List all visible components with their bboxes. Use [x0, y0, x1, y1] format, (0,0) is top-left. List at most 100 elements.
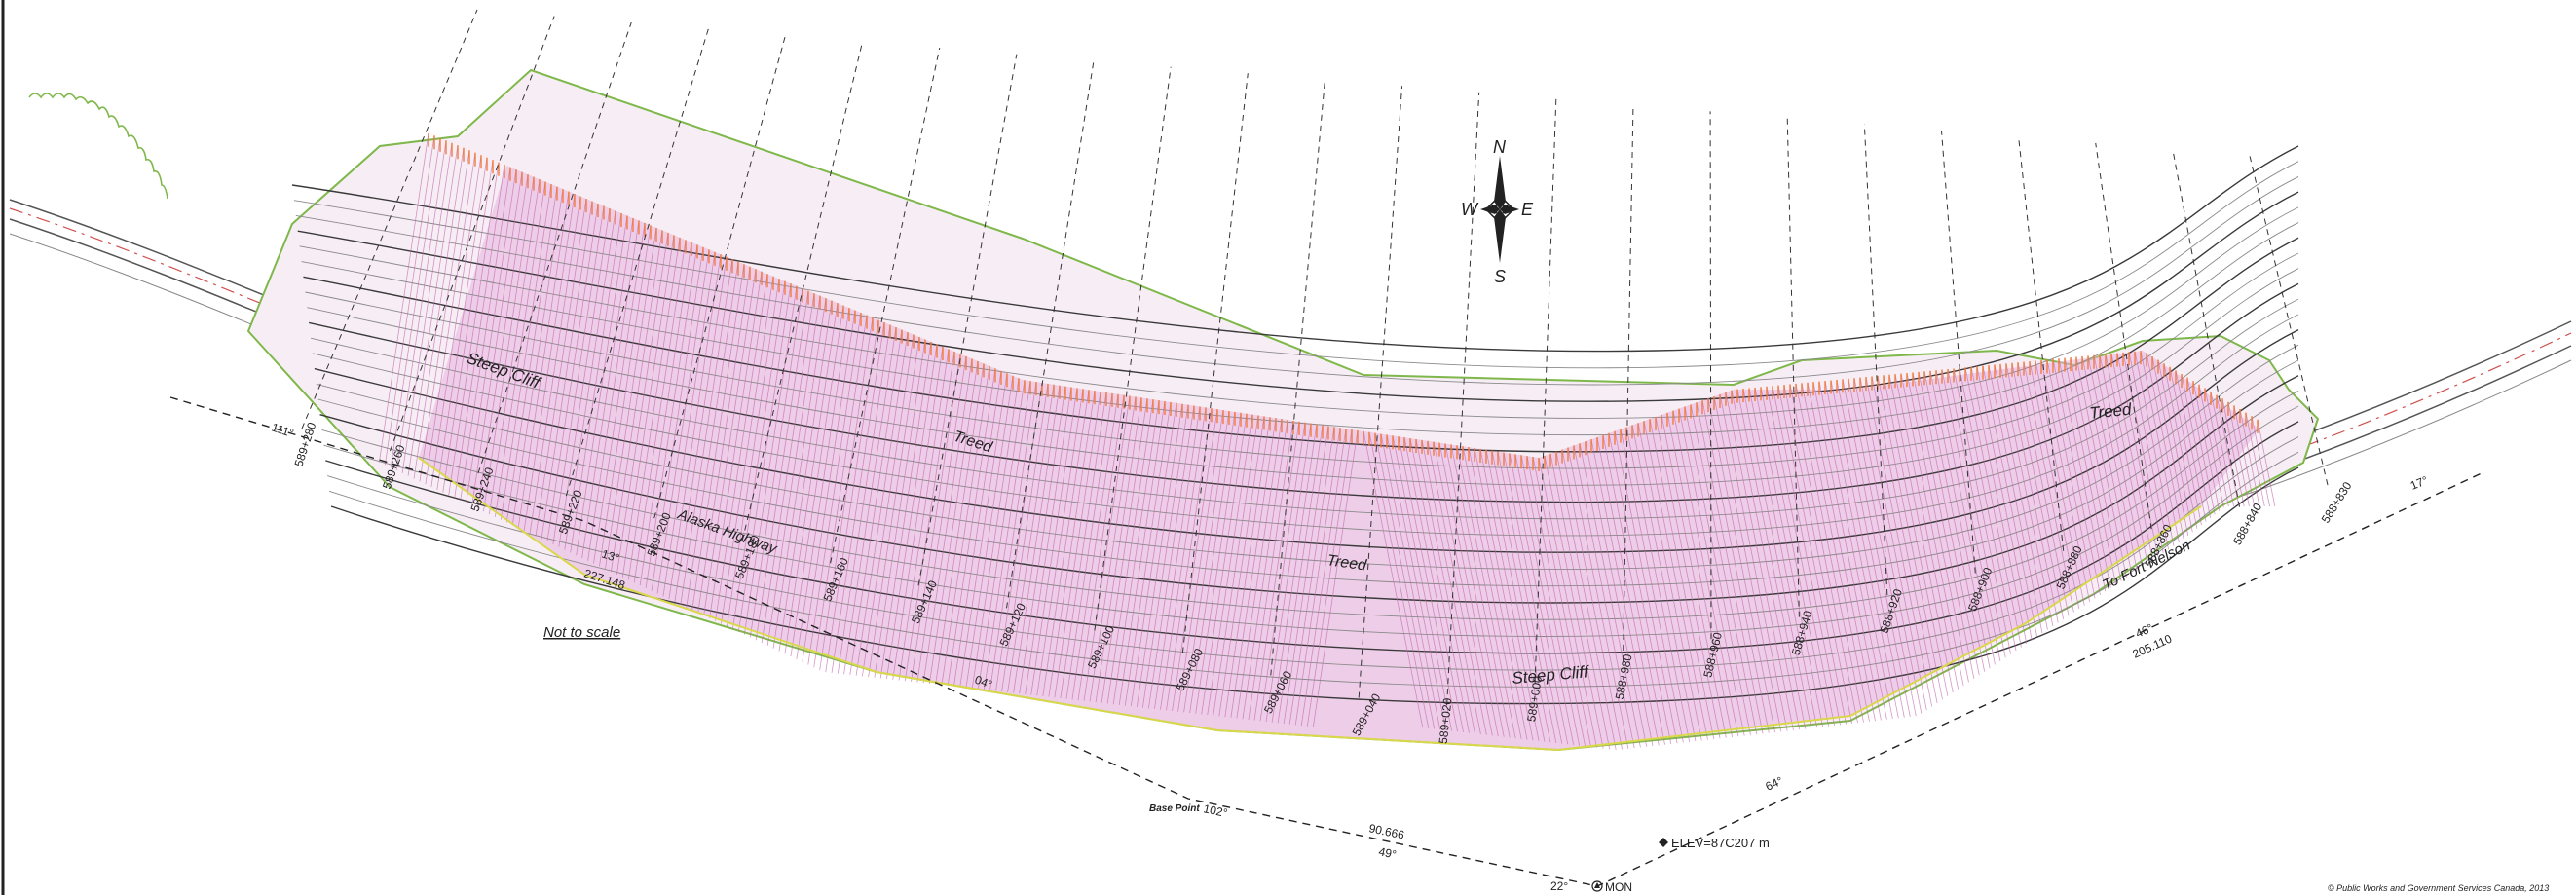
section-line	[790, 305, 844, 657]
section-line	[1468, 447, 1528, 740]
section-line	[1054, 392, 1101, 698]
section-line	[971, 378, 1020, 689]
section-line	[1427, 440, 1487, 735]
section-line	[796, 308, 850, 659]
chainage-leader	[1181, 73, 1249, 653]
section-line	[1871, 376, 1938, 703]
section-line	[1253, 421, 1300, 721]
section-line	[709, 271, 763, 618]
contour-line	[291, 145, 2299, 353]
section-line	[1283, 426, 1329, 725]
section-line	[1526, 456, 1587, 747]
section-line	[605, 227, 657, 570]
section-line	[1883, 375, 1949, 696]
treed-label-right: Treed	[2088, 400, 2132, 423]
chainage-leader	[1005, 60, 1095, 609]
angle-17: 17°	[2408, 473, 2430, 493]
section-line	[1561, 449, 1623, 750]
section-line	[1218, 416, 1265, 717]
section-line	[2151, 355, 2189, 536]
section-line	[1294, 428, 1341, 726]
compass-e: E	[1521, 200, 1534, 219]
section-line	[668, 254, 722, 600]
section-line	[2146, 353, 2184, 540]
section-line	[2140, 351, 2180, 543]
chainage-leader	[477, 21, 632, 474]
section-line	[1007, 384, 1055, 692]
section-line	[616, 232, 669, 575]
section-line	[1462, 446, 1522, 739]
section-line	[1148, 405, 1195, 709]
section-line	[1964, 367, 2022, 648]
section-line	[2035, 360, 2085, 606]
section-line	[425, 152, 476, 485]
section-line	[1503, 452, 1563, 744]
section-line	[886, 344, 938, 680]
section-line	[879, 341, 932, 679]
section-line	[639, 242, 692, 586]
contour-line	[314, 328, 2299, 553]
chainage-leader	[1534, 98, 1557, 684]
section-line	[1025, 387, 1072, 694]
section-line	[1195, 412, 1242, 714]
section-line	[2058, 358, 2107, 592]
section-line	[2245, 412, 2265, 507]
section-line	[2099, 354, 2143, 568]
section-line	[849, 329, 903, 676]
section-line	[1760, 387, 1830, 727]
section-line	[1177, 410, 1224, 712]
section-line	[953, 370, 1002, 687]
section-line	[599, 225, 652, 567]
section-line	[2110, 353, 2153, 561]
section-line	[1555, 451, 1617, 750]
section-line	[1277, 425, 1324, 724]
section-line	[552, 205, 605, 544]
section-line	[460, 167, 511, 502]
contour-line	[301, 222, 2299, 436]
compass-s: S	[1494, 267, 1506, 286]
section-line	[413, 147, 465, 479]
section-line	[1959, 367, 2017, 652]
section-line	[2122, 352, 2164, 553]
section-line	[941, 365, 990, 686]
section-line	[1976, 366, 2033, 641]
chainage-leader	[2249, 155, 2329, 486]
section-line	[1154, 406, 1201, 710]
not-to-scale-note: Not to scale	[543, 624, 620, 641]
section-line	[1065, 392, 1113, 699]
section-line	[1742, 388, 1812, 728]
contour-line	[312, 314, 2299, 537]
section-line	[691, 264, 745, 611]
section-line	[737, 283, 792, 632]
section-line	[1655, 416, 1721, 739]
section-line	[674, 256, 728, 602]
section-line	[1036, 389, 1084, 696]
section-line	[2040, 359, 2091, 603]
section-line	[505, 186, 558, 523]
angle-64: 64°	[1764, 773, 1785, 793]
section-line	[978, 380, 1026, 690]
section-line	[529, 196, 581, 534]
section-line	[892, 346, 944, 680]
section-line	[2251, 416, 2270, 507]
section-line	[633, 240, 687, 583]
section-line	[686, 261, 739, 608]
section-line	[1183, 410, 1230, 713]
section-line	[419, 150, 470, 482]
section-line	[517, 191, 570, 529]
section-line	[1929, 370, 1991, 669]
section-line	[1265, 423, 1312, 723]
section-line	[947, 368, 996, 687]
section-line	[1433, 441, 1493, 736]
contour-line	[327, 436, 2299, 671]
section-line	[1374, 432, 1436, 729]
section-line	[2093, 354, 2138, 571]
section-line	[593, 222, 646, 564]
section-line	[1795, 383, 1864, 723]
section-line	[500, 184, 552, 520]
contour-line	[308, 282, 2299, 503]
section-line	[471, 171, 523, 506]
contour-lines	[291, 145, 2299, 705]
section-line	[1923, 371, 1986, 672]
elevation-marker	[1659, 838, 1668, 847]
